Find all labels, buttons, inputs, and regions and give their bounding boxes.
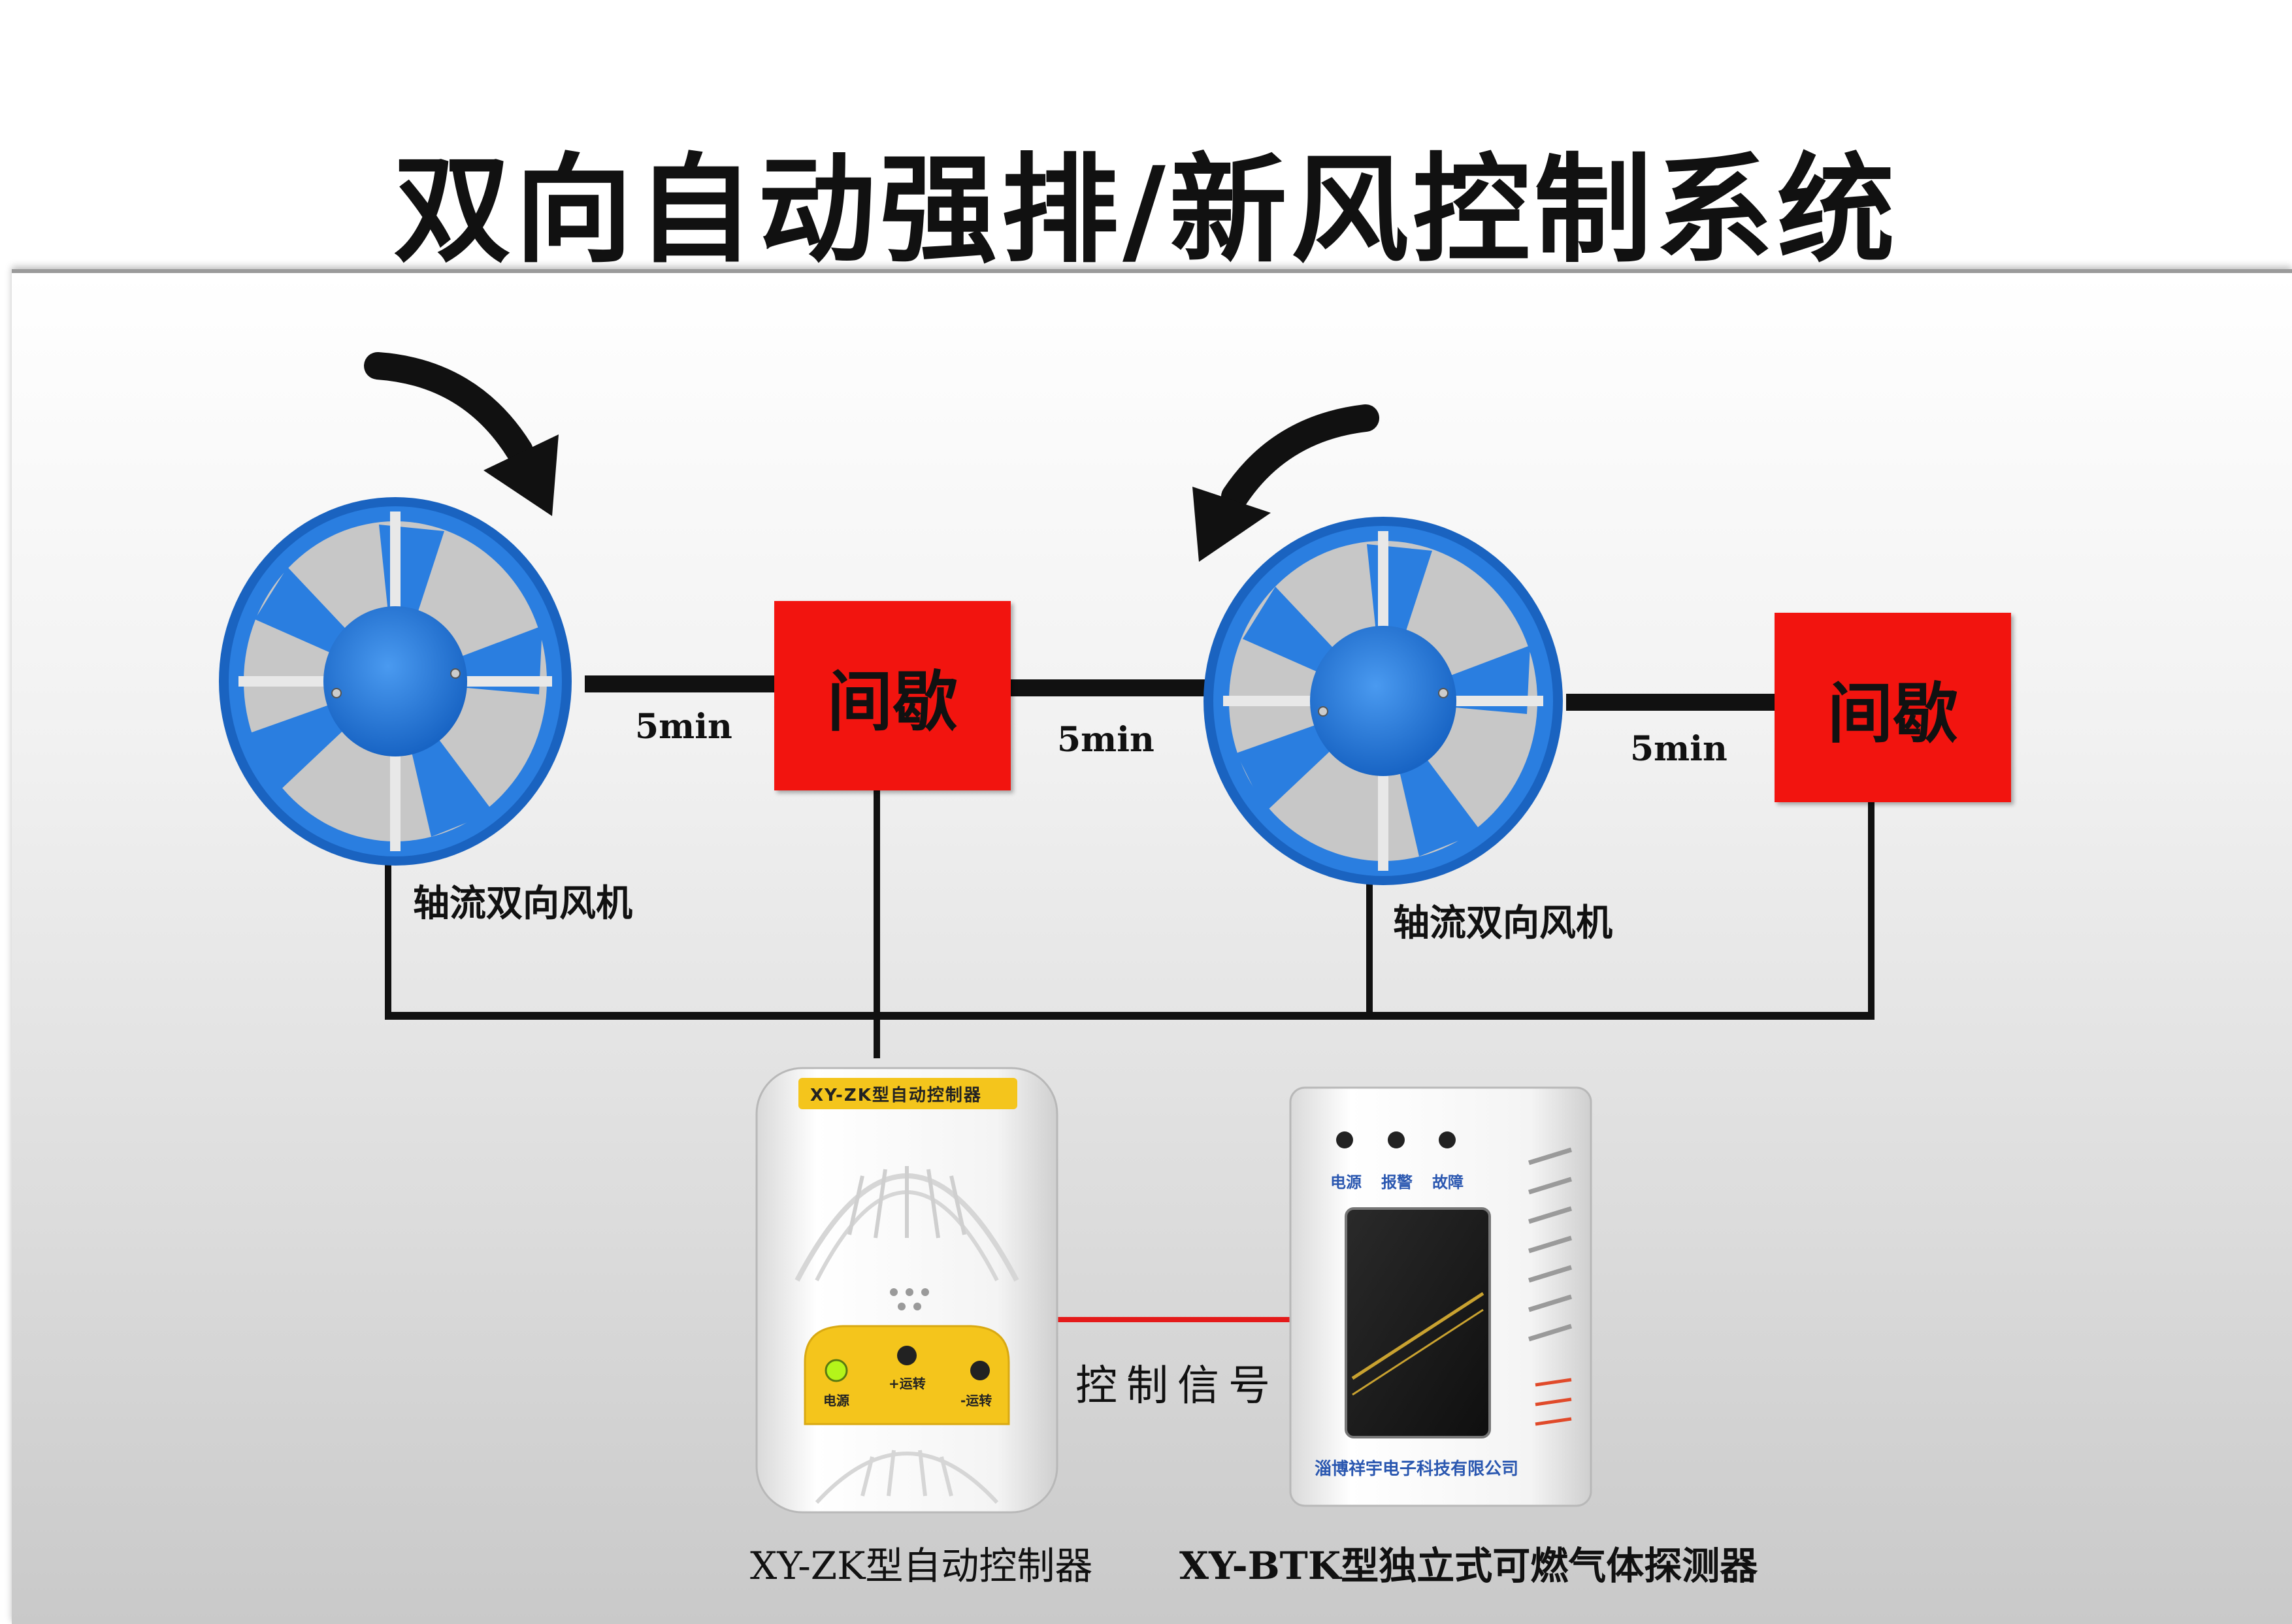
intermittent-box-2: 间歇 <box>1775 613 2011 802</box>
fan-label-1: 轴流双向风机 <box>413 882 632 925</box>
forward-button-icon <box>897 1346 917 1365</box>
power-indicator-icon <box>1336 1131 1353 1148</box>
reverse-button-icon <box>970 1361 990 1380</box>
controller-button-power-label: 电源 <box>823 1393 849 1408</box>
counter-clockwise-arrow-icon <box>1192 404 1379 562</box>
fan-label-2: 轴流双向风机 <box>1393 901 1613 945</box>
detector-indicator-power: 电源 <box>1330 1173 1362 1192</box>
wiring <box>385 675 1875 1058</box>
power-led-icon <box>825 1359 848 1382</box>
intermittent-box-1: 间歇 <box>774 601 1011 790</box>
control-signal-label: 控制信号 <box>1075 1362 1279 1410</box>
controller-panel-title: XY-ZK型自动控制器 <box>810 1086 982 1105</box>
detector-company-name: 淄博祥宇电子科技有限公司 <box>1315 1459 1519 1479</box>
detector-label: XY-BTK型独立式可燃气体探测器 <box>1179 1544 1758 1588</box>
alarm-indicator-icon <box>1388 1131 1405 1148</box>
page-title: 双向自动强排/新风控制系统 <box>393 141 1899 279</box>
duration-label-2: 5min <box>1057 720 1154 760</box>
controller-label: XY-ZK型自动控制器 <box>750 1544 1093 1588</box>
detector-indicator-fault: 故障 <box>1432 1173 1464 1192</box>
duration-label-3: 5min <box>1630 729 1727 769</box>
controller-button-reverse-label: -运转 <box>960 1393 992 1408</box>
clockwise-arrow-icon <box>364 352 559 516</box>
fault-indicator-icon <box>1439 1131 1456 1148</box>
xy-btk-detector <box>1289 1086 1592 1507</box>
detector-indicator-alarm: 报警 <box>1381 1173 1413 1192</box>
controller-button-forward-label: +运转 <box>889 1376 926 1391</box>
duration-label-1: 5min <box>635 707 732 747</box>
axial-fan-1 <box>219 497 572 866</box>
xy-zk-controller <box>755 1067 1058 1514</box>
axial-fan-2 <box>1203 517 1563 885</box>
diagram-panel <box>12 269 2292 1624</box>
